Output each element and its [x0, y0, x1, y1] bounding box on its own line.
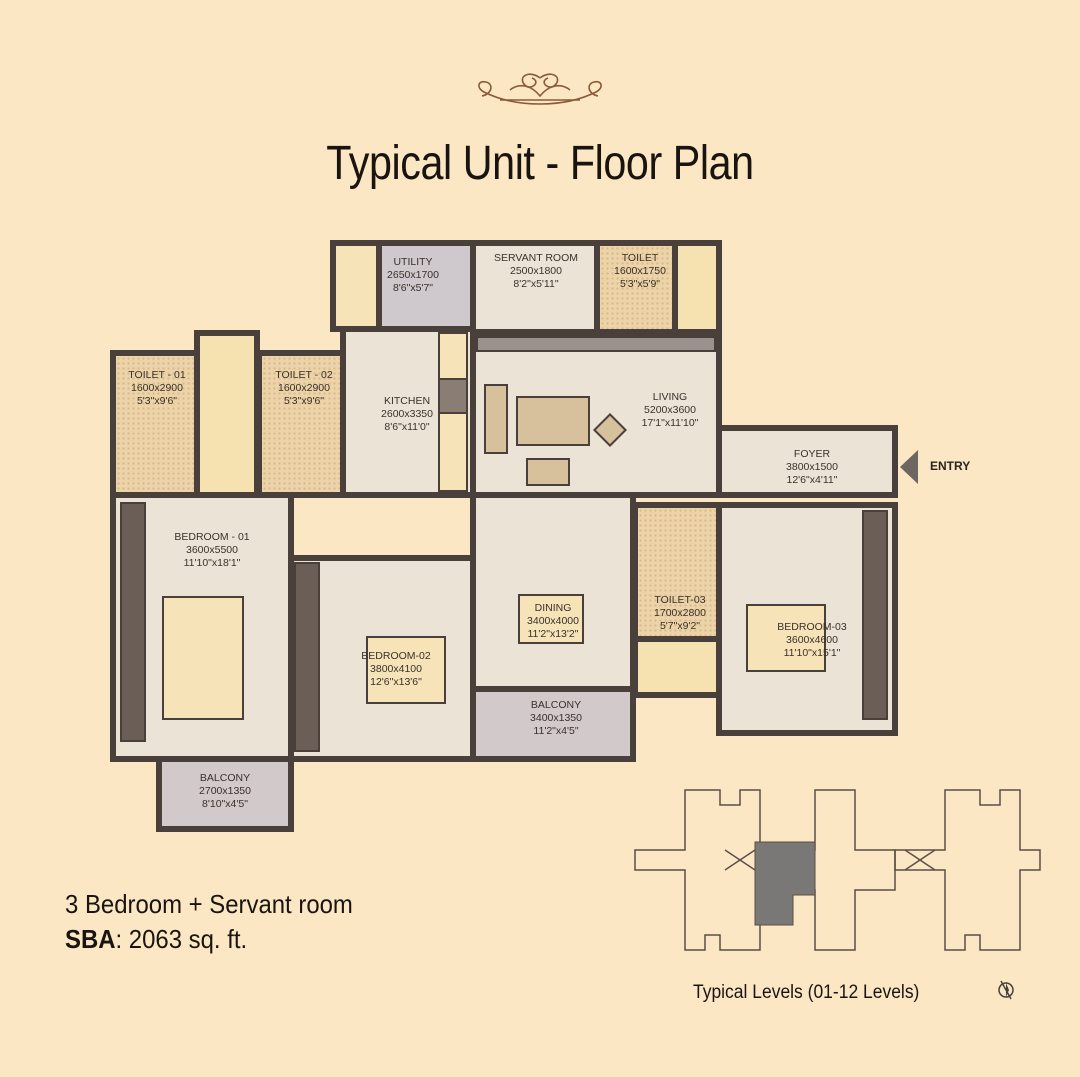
dining-table: [518, 594, 584, 644]
room-toilet-01: [110, 350, 200, 498]
highlighted-unit: [754, 841, 816, 926]
entry-arrow-icon: [900, 450, 918, 484]
keyplan-caption: Typical Levels (01-12 Levels): [693, 982, 920, 1003]
sba-area: SBA: 2063 sq. ft.: [65, 924, 248, 954]
tv-unit: [476, 336, 716, 352]
key-plan: [634, 789, 1041, 951]
entry-label: ENTRY: [930, 459, 971, 473]
shaft: [632, 636, 722, 698]
wardrobe: [120, 502, 146, 742]
sofa: [526, 458, 570, 486]
unit-type: 3 Bedroom + Servant room: [65, 889, 353, 919]
bed: [162, 596, 244, 720]
wardrobe: [294, 562, 320, 752]
sofa: [484, 384, 508, 454]
room-toilet-servant: [594, 240, 678, 335]
shaft: [672, 240, 722, 335]
wardrobe: [862, 510, 888, 720]
room-foyer: [716, 425, 898, 498]
room-balcony-mid: [470, 686, 636, 762]
room-toilet-03: [632, 502, 722, 642]
bed: [366, 636, 446, 704]
room-toilet-02: [256, 350, 346, 498]
utility-side: [330, 240, 382, 332]
shaft: [194, 330, 260, 498]
stove: [438, 378, 468, 414]
page-title: Typical Unit - Floor Plan: [326, 137, 754, 190]
sofa: [516, 396, 590, 446]
north-compass-icon: [998, 980, 1014, 1000]
room-dining: [470, 492, 636, 692]
room-balcony-left: [156, 756, 294, 832]
ornament-icon: [478, 73, 602, 105]
bed: [746, 604, 826, 672]
